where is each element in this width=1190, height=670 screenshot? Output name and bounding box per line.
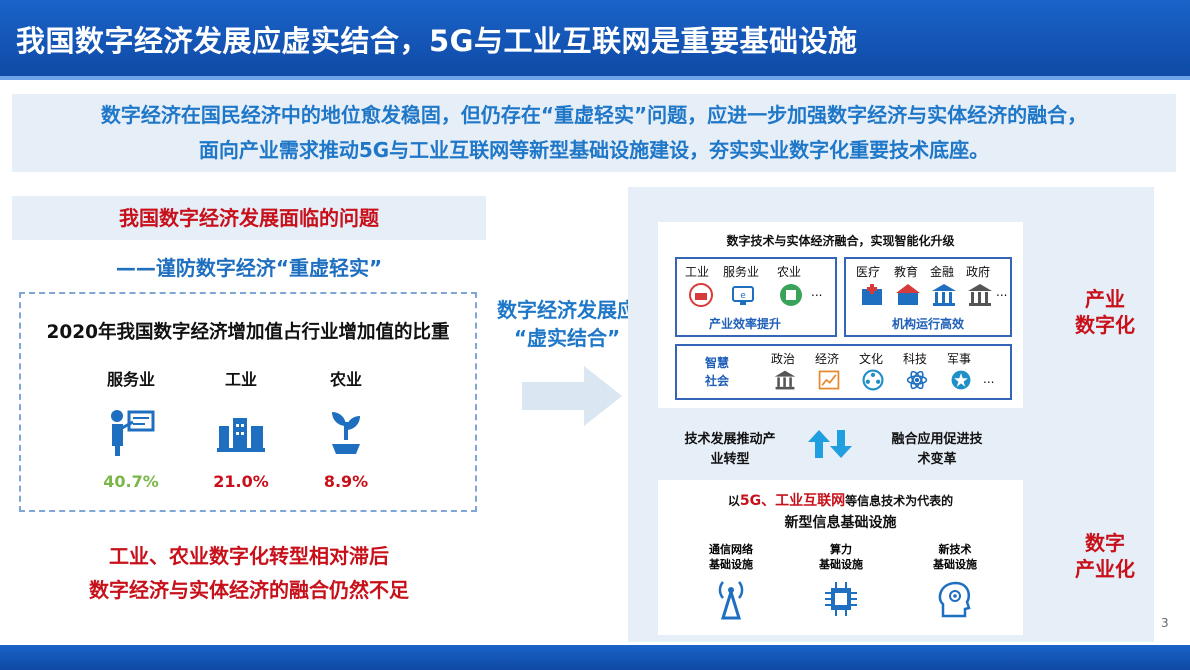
infra-item-label: 基础设施 <box>933 558 977 571</box>
society-item: 科技 <box>903 352 928 366</box>
application-drives-tech-2: 术变革 <box>917 452 957 467</box>
title-divider <box>0 76 1190 80</box>
problem-header: 我国数字经济发展面临的问题 <box>12 196 486 240</box>
sector-label: 服务业 <box>106 370 155 389</box>
monitor-icon: e <box>732 286 754 305</box>
sector-value: 21.0% <box>213 472 269 491</box>
institution-item: 政府 <box>966 265 991 279</box>
industry-digitalization-label: 产业 数字化 <box>1060 286 1150 338</box>
virtual-real-label-1: 数字经济发展应 <box>497 298 637 322</box>
sector-label: 工业 <box>224 370 257 389</box>
infra-item-network: 通信网络 基础设施 <box>686 542 776 624</box>
politics-icon <box>774 370 796 390</box>
application-drives-tech-1: 融合应用促进技 <box>891 432 983 447</box>
sector-value: 40.7% <box>103 472 159 491</box>
society-box: 智慧 社会 政治 经济 文化 科技 军事 <box>675 344 1012 400</box>
share-table: 2020年我国数字经济增加值占行业增加值的比重 服务业 40.7% 工业 21.… <box>19 292 477 512</box>
share-table-title: 2020年我国数字经济增加值占行业增加值的比重 <box>46 322 450 343</box>
film-reel-icon <box>862 369 884 391</box>
industry-box: 工业 服务业 农业 e ... 产业效率提升 <box>675 257 837 337</box>
page-title: 我国数字经济发展应虚实结合，5G与工业互联网是重要基础设施 <box>16 24 858 58</box>
presenter-icon <box>111 410 155 456</box>
infrastructure-line-1: 以5G、工业互联网等信息技术为代表的 <box>658 490 1023 510</box>
right-arrow-icon <box>522 366 622 426</box>
infra-item-compute: 算力 基础设施 <box>796 542 886 624</box>
factory-cloud-icon <box>689 283 713 307</box>
bank-icon <box>932 284 956 306</box>
problem-footer-1: 工业、农业数字化转型相对滞后 <box>109 544 389 568</box>
summary-line-2: 面向产业需求推动5G与工业互联网等新型基础设施建设，夯实实业数字化重要技术底座。 <box>198 138 990 162</box>
industry-more: ... <box>811 285 823 299</box>
farm-icon <box>780 284 802 306</box>
institution-more: ... <box>996 285 1008 299</box>
tech-drives-transform-1: 技术发展推动产 <box>684 432 776 447</box>
atom-icon <box>906 370 928 390</box>
sector-services: 服务业 40.7% <box>86 366 176 491</box>
digital-industrialization-label: 数字 产业化 <box>1060 530 1150 582</box>
industry-digitalization-label-2: 数字化 <box>1075 313 1135 337</box>
factory-icon <box>217 418 265 452</box>
digital-industrialization-label-2: 产业化 <box>1075 557 1135 581</box>
society-item: 文化 <box>859 352 884 366</box>
footer-bar <box>0 645 1190 670</box>
institution-item: 金融 <box>930 265 955 279</box>
infra-highlight: 5G、工业互联网 <box>739 493 846 509</box>
infra-suffix: 等信息技术为代表的 <box>845 494 954 508</box>
problem-footer-2: 数字经济与实体经济的融合仍然不足 <box>89 578 409 602</box>
infra-item-newtech: 新技术 基础设施 <box>910 542 1000 624</box>
infra-prefix: 以 <box>727 494 740 508</box>
industry-caption: 产业效率提升 <box>709 317 782 331</box>
antenna-icon <box>718 581 744 620</box>
society-label: 智慧 <box>705 356 730 370</box>
society-item: 政治 <box>771 352 796 366</box>
ai-head-icon <box>938 581 971 618</box>
application-drives-tech: 融合应用促进技 术变革 <box>872 430 1002 470</box>
integration-card: 数字技术与实体经济融合，实现智能化升级 工业 服务业 农业 e ... 产业效率… <box>658 222 1023 408</box>
industry-item: 工业 <box>685 265 710 279</box>
page-number: 3 <box>1161 616 1169 630</box>
institution-caption: 机构运行高效 <box>892 317 965 331</box>
infra-item-label: 基础设施 <box>709 558 753 571</box>
society-more: ... <box>983 372 995 386</box>
sprout-icon <box>332 412 360 454</box>
title-bar: 我国数字经济发展应虚实结合，5G与工业互联网是重要基础设施 <box>0 0 1190 76</box>
economy-chart-icon <box>818 370 840 390</box>
tech-drives-transform: 技术发展推动产 业转型 <box>670 430 790 470</box>
summary-line-1: 数字经济在国民经济中的地位愈发稳固，但仍存在“重虚轻实”问题，应进一步加强数字经… <box>100 103 1088 127</box>
infra-item-label: 算力 <box>830 543 852 556</box>
virtual-real-label: 数字经济发展应 “虚实结合” <box>482 296 652 352</box>
summary-box: 数字经济在国民经济中的地位愈发稳固，但仍存在“重虚轻实”问题，应进一步加强数字经… <box>12 94 1176 172</box>
infra-item-label: 通信网络 <box>709 543 753 556</box>
digital-industrialization-label-1: 数字 <box>1085 531 1125 555</box>
svg-text:e: e <box>740 291 746 301</box>
military-emblem-icon <box>951 370 971 390</box>
infrastructure-line-2: 新型信息基础设施 <box>784 515 897 531</box>
sector-label: 农业 <box>329 370 362 389</box>
society-item: 军事 <box>947 352 972 366</box>
society-item: 经济 <box>815 352 840 366</box>
school-icon <box>896 284 920 305</box>
chip-icon <box>825 582 857 616</box>
hospital-icon <box>862 284 882 305</box>
institution-item: 医疗 <box>856 265 881 279</box>
virtual-real-label-2: “虚实结合” <box>513 326 621 350</box>
problem-subheader: ——谨防数字经济“重虚轻实” <box>115 256 383 280</box>
tech-drives-transform-2: 业转型 <box>710 452 750 467</box>
sector-value: 8.9% <box>323 472 369 491</box>
up-down-arrows-icon <box>808 430 852 458</box>
government-icon <box>968 284 992 306</box>
infrastructure-card: 以5G、工业互联网等信息技术为代表的 新型信息基础设施 通信网络 基础设施 算力… <box>658 480 1023 635</box>
industry-item: 服务业 <box>723 265 760 279</box>
industry-digitalization-label-1: 产业 <box>1085 287 1125 311</box>
institution-box: 医疗 教育 金融 政府 ... 机构运行高效 <box>844 257 1012 337</box>
institution-item: 教育 <box>894 265 919 279</box>
sector-agriculture: 农业 8.9% <box>301 366 391 491</box>
society-label: 社会 <box>705 374 730 388</box>
infra-item-label: 基础设施 <box>819 558 863 571</box>
integration-title: 数字技术与实体经济融合，实现智能化升级 <box>726 234 955 248</box>
infra-item-label: 新技术 <box>938 543 972 556</box>
industry-item: 农业 <box>777 265 802 279</box>
sector-industry: 工业 21.0% <box>196 366 286 491</box>
